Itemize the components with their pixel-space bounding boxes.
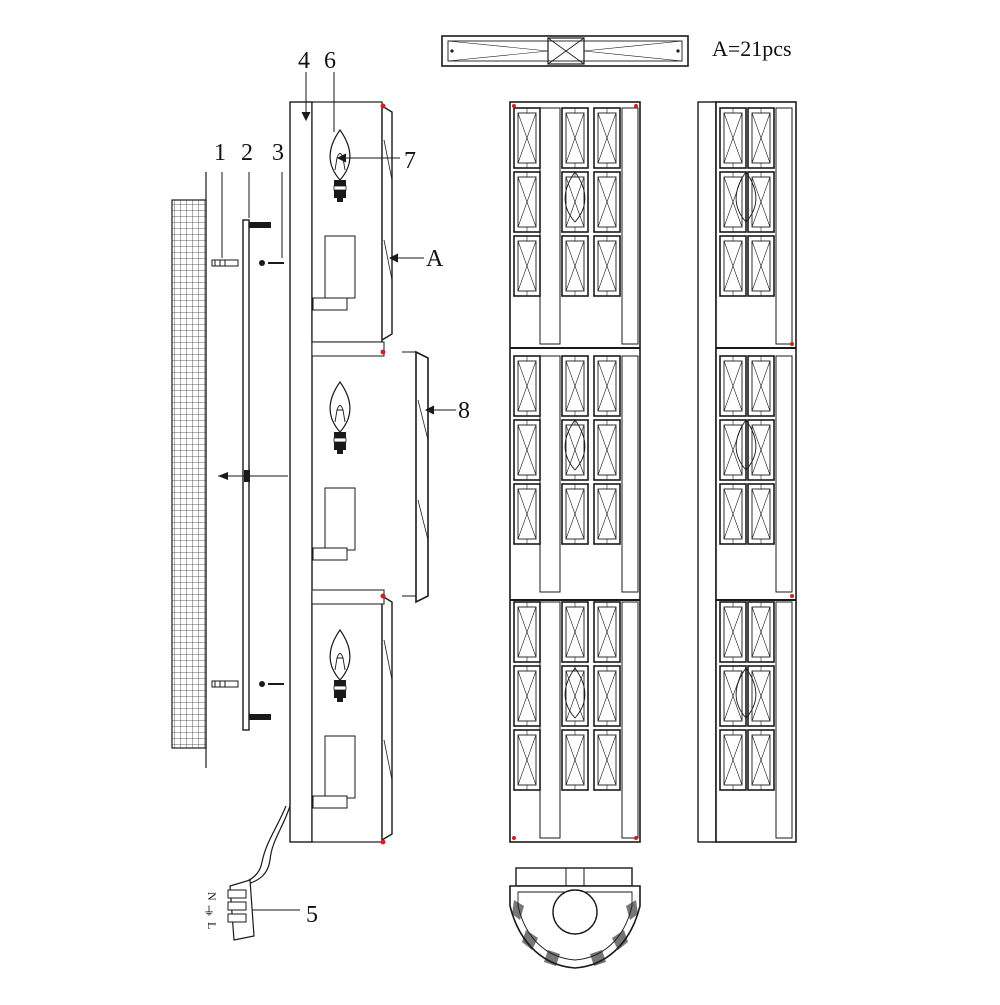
callout-5: 5 — [306, 902, 318, 928]
wall-anchor-top — [211, 172, 239, 267]
crystal-piece-a — [441, 35, 689, 67]
bulb-icon — [329, 381, 351, 455]
mounting-bar — [242, 172, 271, 731]
callout-7: 7 — [404, 148, 416, 174]
terminal-label-n: N — [205, 892, 219, 901]
callout-leaders — [301, 72, 456, 415]
screw-top — [259, 172, 284, 266]
callout-8: 8 — [458, 398, 470, 424]
fixture-side-view — [239, 101, 393, 885]
fixture-front-view — [509, 101, 641, 843]
wall-tile-section — [171, 172, 207, 768]
quantity-note: A=21pcs — [712, 36, 792, 61]
terminal-block — [227, 879, 300, 941]
fixture-right-view — [697, 101, 797, 843]
fixture-bottom-view — [509, 867, 641, 969]
callout-6: 6 — [324, 48, 336, 74]
terminal-label-ground: ⏚ — [203, 904, 215, 918]
callout-1: 1 — [214, 140, 226, 166]
terminal-label-l: L — [205, 922, 219, 929]
wall-anchor-bottom — [211, 680, 239, 688]
callout-a: A — [426, 246, 444, 272]
crystal-panel — [402, 350, 429, 604]
mount-direction-arrow — [218, 472, 288, 480]
screw-bottom — [259, 681, 284, 687]
callout-3: 3 — [272, 140, 284, 166]
callout-4: 4 — [298, 48, 310, 74]
callout-2: 2 — [241, 140, 253, 166]
